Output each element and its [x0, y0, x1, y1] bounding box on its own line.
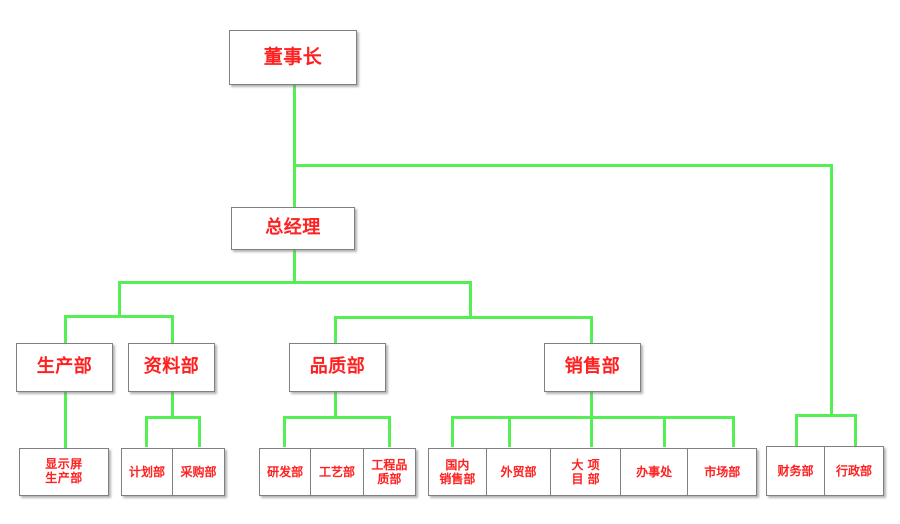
- connector-materials-drop-1: [145, 416, 148, 447]
- connector-materials-stem: [171, 392, 174, 418]
- connector-gm-stem: [293, 249, 296, 284]
- node-chairman-label: 董事长: [263, 45, 323, 68]
- node-planning[interactable]: 计划部: [122, 449, 174, 495]
- connector-drop-quality: [334, 316, 337, 344]
- connector-materials-drop-2: [198, 416, 201, 447]
- node-administration[interactable]: 行政部: [836, 463, 873, 478]
- connector-drop-materials: [171, 315, 174, 344]
- node-display-production[interactable]: 显示屏 生产部: [19, 448, 109, 496]
- connector-drop-sales: [590, 316, 593, 344]
- connector-chairman-stem: [293, 85, 296, 250]
- connector-sales-drop-3: [590, 416, 593, 447]
- connector-sales-drop-4: [663, 416, 666, 447]
- connector-admin-drop: [830, 164, 833, 416]
- node-marketing[interactable]: 市场部: [704, 464, 741, 479]
- group-sales-children: 国内 销售部 外贸部 大 项 目 部 办事处 市场部: [428, 448, 757, 496]
- node-materials-label: 资料部: [143, 356, 200, 378]
- node-purchasing[interactable]: 采购部: [180, 464, 217, 479]
- node-general-manager-label: 总经理: [265, 217, 321, 239]
- node-major-projects[interactable]: 大 项 目 部: [551, 449, 621, 495]
- node-quality[interactable]: 品质部: [289, 343, 386, 392]
- node-engineering-quality[interactable]: 工程品 质部: [371, 457, 408, 486]
- node-rnd[interactable]: 研发部: [260, 449, 312, 495]
- node-process[interactable]: 工艺部: [311, 449, 364, 495]
- node-production-label: 生产部: [36, 356, 93, 378]
- connector-production-to-child: [64, 392, 67, 448]
- connector-left-subgroup-spreader: [64, 315, 174, 318]
- connector-admin-drop-administration: [854, 414, 857, 446]
- connector-gm-right-drop: [469, 281, 472, 318]
- connector-materials-spreader: [145, 416, 201, 419]
- connector-quality-drop-3: [388, 416, 391, 447]
- node-sales-label: 销售部: [564, 356, 621, 378]
- connector-sales-spreader: [451, 416, 735, 419]
- node-finance[interactable]: 财务部: [767, 447, 826, 495]
- group-chairman-direct-children: 财务部 行政部: [766, 446, 884, 496]
- node-chairman[interactable]: 董事长: [229, 30, 357, 85]
- node-quality-label: 品质部: [309, 356, 366, 378]
- node-general-manager[interactable]: 总经理: [231, 207, 355, 250]
- node-domestic-sales[interactable]: 国内 销售部: [429, 449, 487, 495]
- connector-admin-spreader: [795, 414, 857, 417]
- connector-sales-drop-2: [508, 416, 511, 447]
- node-materials[interactable]: 资料部: [128, 343, 215, 392]
- connector-gm-left-drop: [118, 281, 121, 317]
- connector-sales-drop-5: [732, 416, 735, 447]
- connector-drop-production: [64, 315, 67, 344]
- connector-sales-stem: [590, 392, 593, 418]
- connector-quality-drop-1: [283, 416, 286, 447]
- connector-quality-spreader: [283, 416, 391, 419]
- node-branch-office[interactable]: 办事处: [621, 449, 689, 495]
- node-display-production-label: 显示屏 生产部: [45, 457, 83, 485]
- node-production[interactable]: 生产部: [16, 343, 113, 392]
- node-foreign-trade[interactable]: 外贸部: [487, 449, 552, 495]
- connector-sales-drop-1: [451, 416, 454, 447]
- connector-gm-spreader: [118, 281, 472, 284]
- group-materials-children: 计划部 采购部: [121, 448, 225, 496]
- connector-quality-stem: [334, 392, 337, 418]
- connector-chairman-right-branch: [293, 164, 833, 167]
- connector-right-subgroup-spreader: [334, 316, 592, 319]
- node-sales[interactable]: 销售部: [544, 343, 641, 392]
- connector-admin-drop-finance: [795, 414, 798, 446]
- group-quality-children: 研发部 工艺部 工程品 质部: [259, 448, 416, 496]
